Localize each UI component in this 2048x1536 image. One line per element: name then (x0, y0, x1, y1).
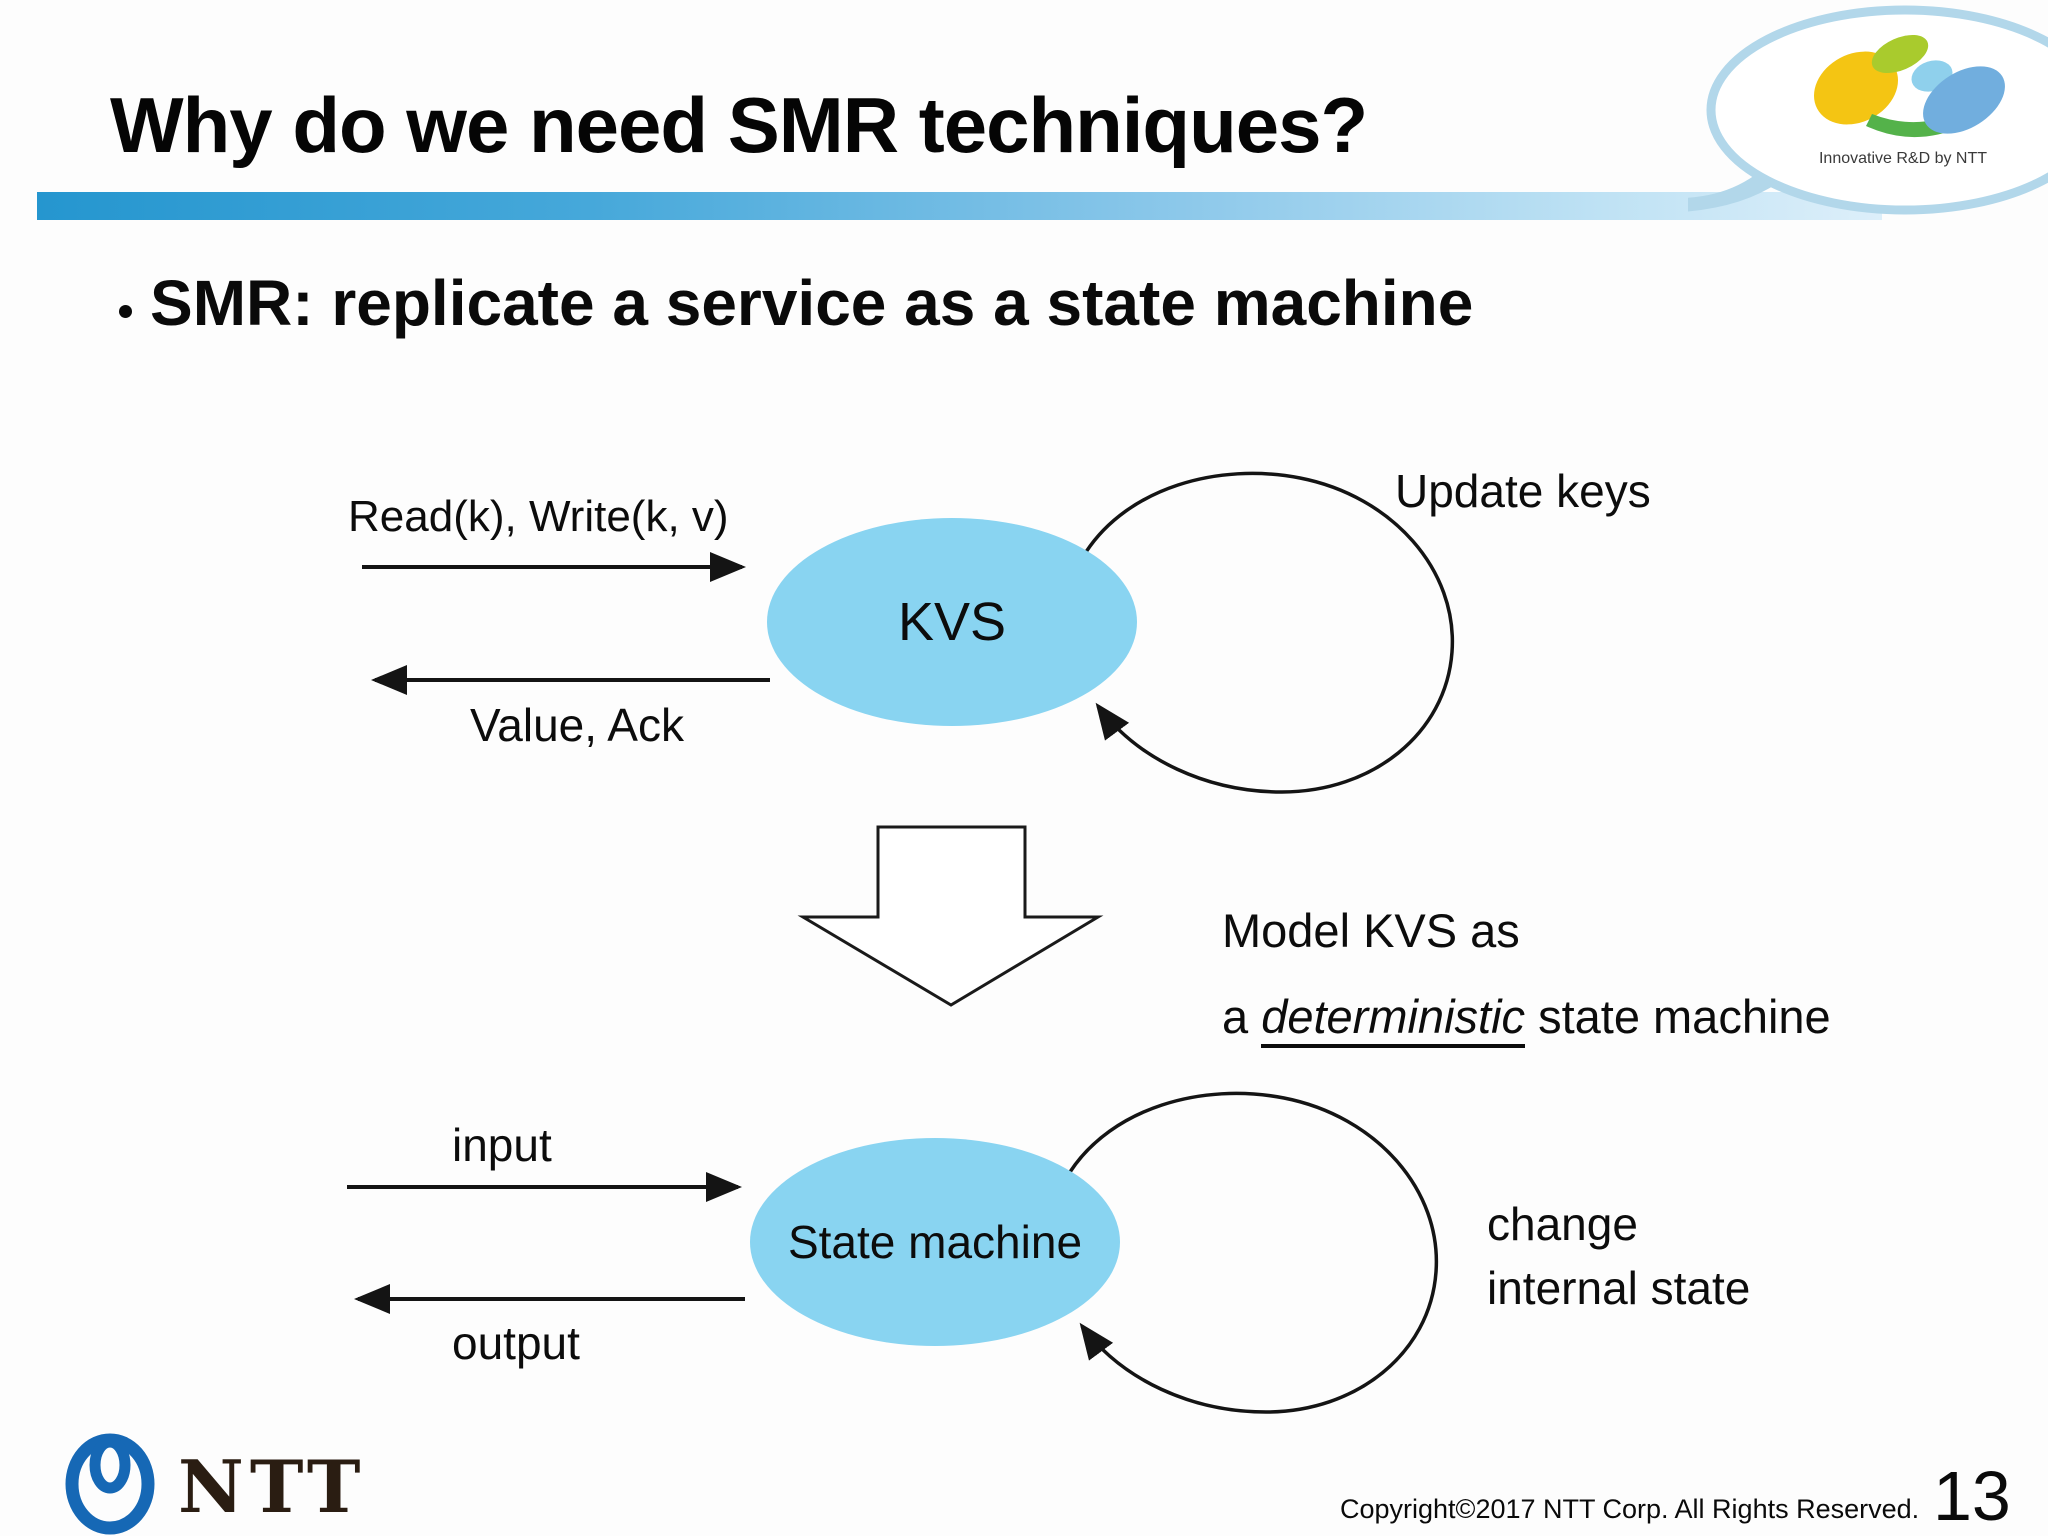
bullet-dot (119, 305, 132, 318)
kvs-loop-label: Update keys (1395, 465, 1651, 517)
deterministic-emphasis: deterministic (1261, 990, 1526, 1048)
sm-self-loop-arrow (1068, 1091, 1439, 1414)
page-number: 13 (1933, 1457, 2011, 1535)
kvs-response-label: Value, Ack (470, 699, 684, 751)
title-underline-bar (37, 192, 1882, 220)
page-title: Why do we need SMR techniques? (110, 81, 1368, 169)
ntt-footer-logo: NTT (65, 1433, 366, 1535)
model-note-line2: a deterministic state machine (1222, 974, 1831, 1060)
model-note-line1: Model KVS as (1222, 904, 1520, 957)
kvs-request-label: Read(k), Write(k, v) (348, 492, 729, 541)
state-machine-node: State machine (750, 1138, 1120, 1346)
rd-swirl-icon (1813, 34, 2005, 138)
kvs-self-loop-arrow (1084, 471, 1455, 794)
ntt-loop-icon-inner (89, 1436, 131, 1494)
kvs-node: KVS (767, 518, 1137, 726)
sm-loop-label: change internal state (1487, 1198, 1751, 1314)
copyright-text: Copyright©2017 NTT Corp. All Rights Rese… (1340, 1494, 1920, 1524)
block-down-arrow (797, 825, 1104, 1007)
kvs-node-label: KVS (897, 592, 1007, 652)
model-note: Model KVS as a deterministic state machi… (1222, 888, 1831, 1060)
ntt-logo-wordmark: NTT (178, 1444, 366, 1529)
sm-output-label: output (452, 1317, 580, 1369)
state-machine-node-label: State machine (787, 1216, 1083, 1268)
innovative-rd-logo: Innovative R&D by NTT (1688, 5, 2048, 215)
bullet-text: SMR: replicate a service as a state mach… (150, 267, 1474, 339)
rd-logo-caption: Innovative R&D by NTT (1819, 150, 1987, 167)
sm-input-label: input (452, 1119, 552, 1171)
